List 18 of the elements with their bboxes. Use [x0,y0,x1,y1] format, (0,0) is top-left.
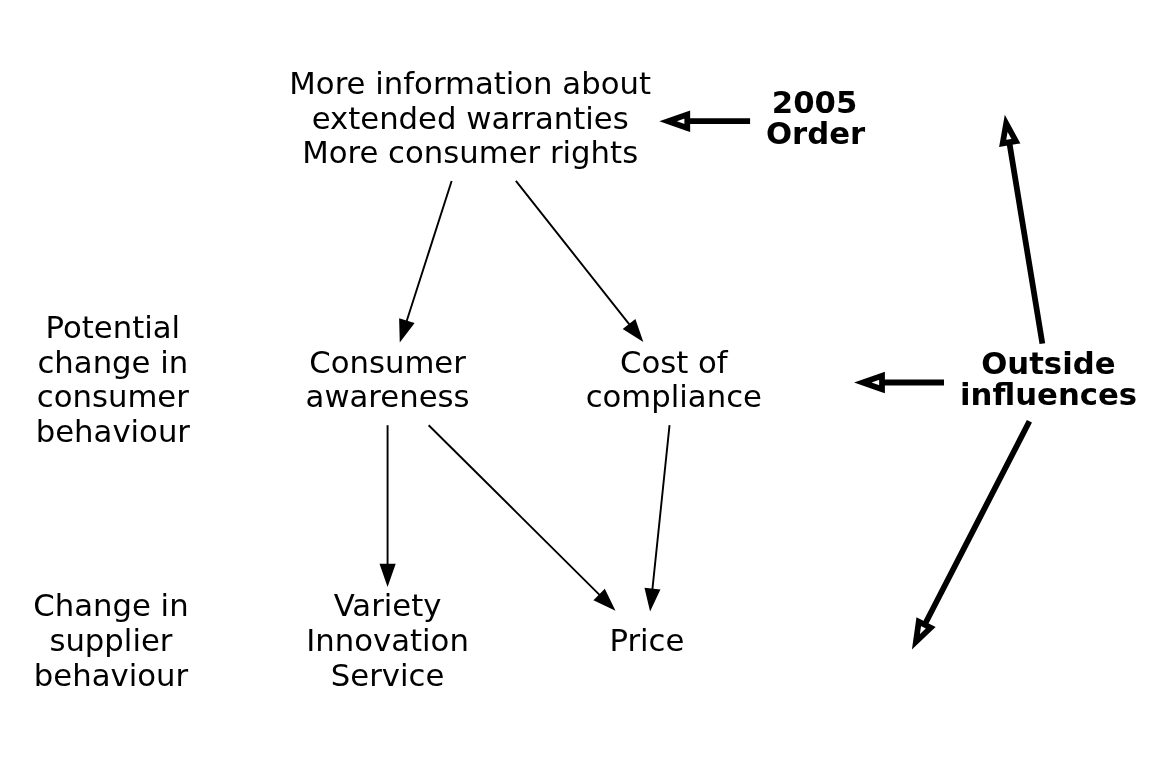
arrow [911,420,1032,650]
arrow [399,179,453,343]
node-text: Price [609,622,685,659]
label: Potential change in consumer behaviour [35,308,191,449]
arrow [659,110,751,132]
node-text: Outside influences [960,345,1138,413]
label: Change in supplier behaviour [33,587,189,693]
node-text: 2005 Order [766,84,866,151]
node-text: Variety Innovation Service [306,587,469,693]
node-text: Consumer awareness [305,343,470,415]
arrow [514,179,644,343]
arrow [379,424,396,587]
node-text: More information about extended warranties More consumer rights [289,64,651,171]
node-text: Cost of compliance [585,343,762,415]
arrow [644,424,671,612]
arrow [999,114,1046,345]
arrow [427,424,616,611]
arrow [854,371,944,394]
